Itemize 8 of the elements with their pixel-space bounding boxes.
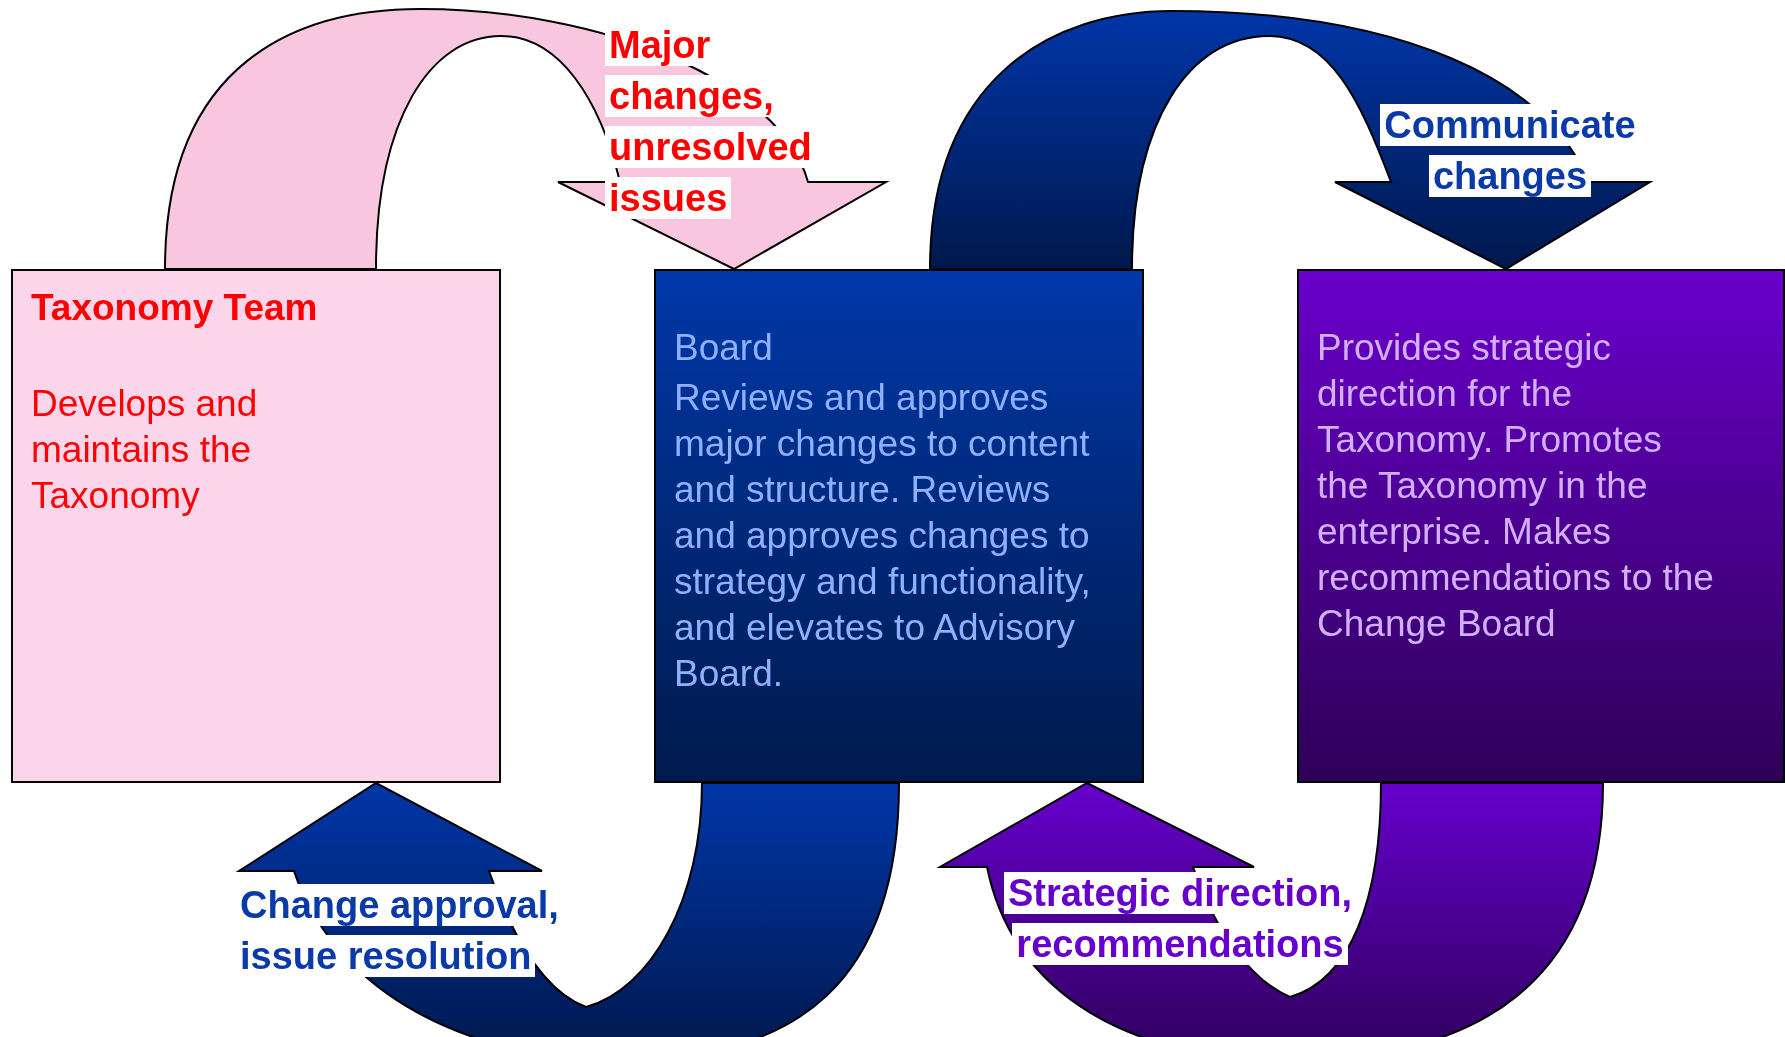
box-heading: Taxonomy Team: [31, 286, 319, 330]
box-description: Reviews and approves major changes to content and structure. Reviews and approves changes to strategy and functionality, and elevates to Advisory Board.: [674, 376, 1092, 696]
role-box: [11, 269, 501, 783]
box-heading: Board: [674, 326, 774, 370]
box-description: Develops and maintains the Taxonomy: [31, 382, 259, 518]
role-box: [654, 269, 1144, 783]
box-description: Provides strategic direction for the Taxonomy. Promotes the Taxonomy in the enterprise. Makes recommendations to the Change Board: [1317, 326, 1715, 646]
role-box: [1297, 269, 1785, 783]
